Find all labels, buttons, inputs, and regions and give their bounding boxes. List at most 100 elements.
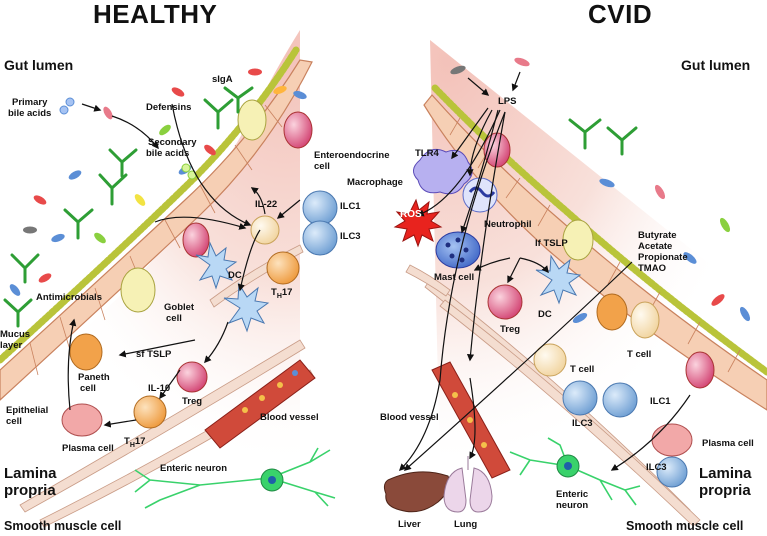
antimicrobials-label: Antimicrobials	[36, 292, 102, 303]
cvid-t-cell-2	[533, 343, 567, 377]
cvid-t-cell-label-2: T cell	[570, 364, 595, 375]
plasma-cell	[61, 403, 103, 437]
th17-bottom-cell	[133, 395, 167, 429]
healthy-treg-label: Treg	[182, 396, 203, 407]
cvid-smooth-muscle-label: Smooth muscle cell	[626, 519, 744, 533]
if-tslp-label: lf TSLP	[535, 238, 568, 249]
primary-bile-acids-label-1: Primary	[12, 97, 48, 108]
enteroendocrine-label-1: Enteroendocrine	[314, 150, 390, 161]
healthy-blood-vessel-label: Blood vessel	[260, 412, 319, 423]
ros-label: ROS	[400, 209, 422, 220]
cvid-enteric-neuron-label-2: neuron	[556, 500, 589, 511]
liver-label: Liver	[398, 519, 421, 530]
tlr4-label: TLR4	[415, 148, 439, 159]
epithelial-label-2: cell	[6, 416, 22, 427]
ilc1-cell	[302, 190, 338, 226]
dc-cell	[195, 241, 238, 290]
macrophage-label: Macrophage	[347, 177, 403, 188]
ilc3-cell	[302, 220, 338, 256]
healthy-gut-lumen-label: Gut lumen	[4, 57, 74, 73]
lps-label: LPS	[498, 96, 517, 107]
th17-top-label: TH17	[271, 287, 293, 300]
cvid-smooth-muscle-band	[405, 264, 701, 527]
siga-label: sIgA	[212, 74, 233, 85]
goblet-label-1: Goblet	[164, 302, 195, 313]
ros-burst	[393, 198, 443, 248]
th17-top-cell	[266, 251, 300, 285]
cvid-panel	[383, 40, 767, 527]
healthy-title: HEALTHY	[93, 0, 218, 29]
cvid-plasma-cell-label: Plasma cell	[702, 438, 754, 449]
cvid-enteric-neuron-label-1: Enteric	[556, 489, 589, 500]
healthy-blood-vessel	[204, 359, 316, 449]
cvid-dc-label: DC	[538, 309, 552, 320]
sf-tslp-label: sf TSLP	[136, 349, 172, 360]
neutrophil-label: Neutrophil	[484, 219, 532, 230]
mucus-label-1: Mucus	[0, 329, 31, 340]
cvid-ilc3-label-a: ILC3	[572, 418, 593, 429]
goblet-label-2: cell	[166, 313, 182, 324]
cvid-title: CVID	[588, 0, 653, 29]
mast-cell-label: Mast cell	[434, 272, 475, 283]
cvid-enteroendocrine-cell-2	[685, 351, 715, 389]
cvid-lamina-label-2: propria	[699, 482, 751, 499]
paneth-label-1: Paneth	[78, 372, 110, 383]
il22-label: IL-22	[255, 199, 278, 210]
healthy-dc-label: DC	[228, 270, 242, 281]
lung-organ	[443, 456, 493, 513]
cvid-brush-border	[431, 84, 767, 376]
cvid-lamina-label-1: Lamina	[699, 465, 752, 482]
cvid-enteric-neuron	[509, 437, 641, 506]
paneth-label-2: cell	[80, 383, 96, 394]
cvid-ilc1	[602, 382, 638, 418]
il10-label: IL-10	[148, 383, 171, 394]
healthy-enteric-neuron	[134, 447, 336, 509]
cvid-paneth-cell	[596, 293, 628, 331]
cvid-gut-lumen-label: Gut lumen	[681, 57, 751, 73]
acetate-label: Acetate	[638, 241, 673, 252]
cvid-dc-cell	[535, 254, 582, 305]
healthy-lamina-label-2: propria	[4, 482, 56, 499]
cvid-antibodies	[568, 118, 638, 156]
healthy-enteric-neuron-label: Enteric neuron	[160, 463, 228, 474]
healthy-bacteria	[9, 68, 307, 296]
cvid-ilc3-a	[562, 380, 598, 416]
cvid-t-cell-label-1: T cell	[627, 349, 652, 360]
th17-bottom-label: TH17	[124, 436, 146, 449]
cvid-ilc3-b	[656, 456, 688, 488]
enteroendocrine-cell	[283, 111, 313, 149]
primary-bile-acids-label-2: bile acids	[8, 108, 52, 119]
healthy-brush-border	[0, 46, 300, 364]
cvid-ilc3-label-b: ILC3	[646, 462, 667, 473]
butyrate-label: Butyrate	[638, 230, 677, 241]
cvid-plasma-cell	[651, 423, 693, 457]
mucus-label-2: layer	[0, 340, 23, 351]
enteroendocrine-label-2: cell	[314, 161, 330, 172]
cvid-treg-label: Treg	[500, 324, 521, 335]
siga-antibodies	[3, 86, 254, 328]
propionate-label: Propionate	[638, 252, 688, 263]
healthy-smooth-muscle-label: Smooth muscle cell	[4, 519, 122, 533]
healthy-ilc1-label: ILC1	[340, 201, 361, 212]
cvid-ilc1-label: ILC1	[650, 396, 671, 407]
dc-cell-2	[223, 282, 270, 333]
healthy-panel	[0, 30, 338, 528]
healthy-lamina-label-1: Lamina	[4, 465, 57, 482]
il22-cell	[250, 215, 280, 245]
mast-cell	[435, 231, 481, 269]
cvid-bacteria	[450, 57, 751, 324]
liver-organ	[383, 471, 451, 513]
goblet-cell-2	[237, 99, 267, 141]
epithelial-label-1: Epithelial	[6, 405, 49, 416]
goblet-cell	[120, 267, 156, 313]
cvid-blood-vessel-label: Blood vessel	[380, 412, 439, 423]
cvid-cream-cell	[630, 301, 660, 339]
secondary-bile-acids-label-2: bile acids	[146, 148, 190, 159]
treg-cell	[176, 361, 208, 393]
paneth-cell	[69, 333, 103, 371]
healthy-ilc3-label: ILC3	[340, 231, 361, 242]
enteroendocrine-cell-2	[182, 222, 210, 258]
defensins-label: Defensins	[146, 102, 192, 113]
lung-label: Lung	[454, 519, 478, 530]
cvid-epithelium	[423, 94, 767, 411]
